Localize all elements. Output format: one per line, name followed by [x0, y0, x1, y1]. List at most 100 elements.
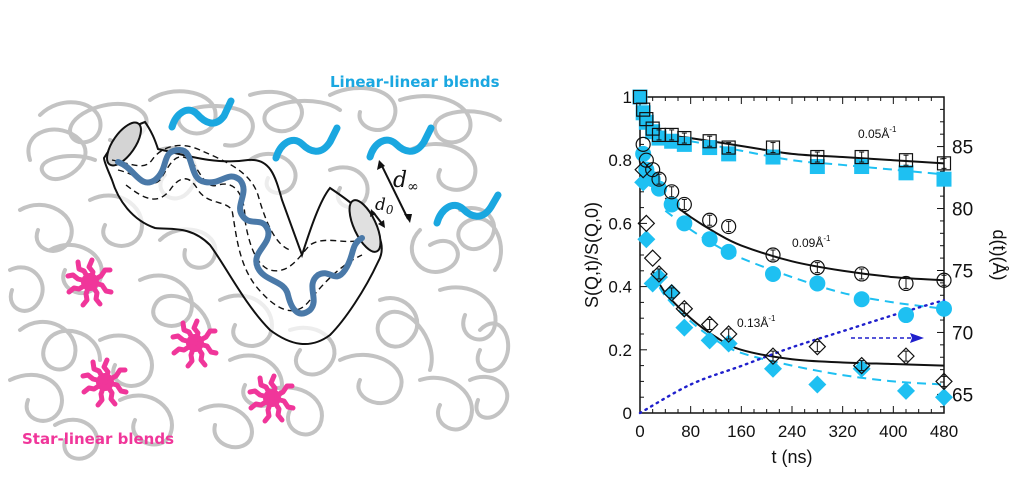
x-tick-label: 80	[681, 422, 700, 441]
y-axis-title: S(Q,t)/S(Q,0)	[582, 202, 602, 308]
open-diamond-marker	[852, 356, 871, 375]
open-circle-marker	[765, 247, 781, 263]
open-circle-marker	[676, 196, 692, 213]
fit-curve	[651, 273, 945, 386]
matrix-chains	[8, 86, 511, 461]
filled-square-marker	[898, 165, 914, 181]
open-square-marker	[898, 153, 914, 168]
filled-square-marker	[632, 89, 648, 105]
x-tick-label: 240	[778, 422, 806, 441]
q-label-009: 0.09Å-1	[792, 234, 831, 250]
open-circle-marker	[898, 275, 914, 292]
filled-circle-marker	[853, 291, 870, 308]
filled-square-marker	[765, 149, 781, 165]
d-zero-label: d0	[375, 195, 394, 217]
filled-square-marker	[809, 159, 825, 175]
x-tick-label: 160	[727, 422, 755, 441]
open-circle-marker	[936, 272, 952, 288]
y-right-tick-label: 70	[952, 323, 973, 344]
d-infinity-label: d∞	[393, 168, 419, 195]
open-square-marker	[810, 149, 825, 165]
open-circle-marker	[702, 212, 718, 228]
open-diamond-marker	[643, 249, 662, 268]
open-circle-marker	[664, 184, 680, 200]
filled-diamond-marker	[719, 334, 738, 353]
filled-diamond-marker	[637, 230, 656, 249]
filled-circle-marker	[936, 300, 952, 317]
open-circle-marker	[651, 171, 667, 187]
tube	[102, 120, 383, 346]
y-right-tick-label: 85	[952, 138, 973, 159]
star-polymer	[68, 260, 111, 305]
x-tick-label: 0	[635, 422, 644, 441]
open-diamond-marker	[764, 347, 782, 365]
open-circle-marker	[635, 136, 651, 152]
y-tick-label: 1	[623, 88, 632, 107]
open-square-marker	[765, 140, 781, 155]
right-axis-arrow	[851, 333, 924, 343]
open-diamond-marker	[662, 284, 681, 302]
open-diamond-marker	[637, 214, 656, 233]
fit-curve	[664, 197, 945, 282]
q-label-013: 0.13Å-1	[737, 314, 776, 330]
star-linear-label: Star-linear blends	[22, 430, 174, 448]
filled-diamond-marker	[764, 359, 782, 378]
open-square-marker	[636, 102, 651, 117]
open-diamond-marker	[700, 315, 719, 334]
q-label-005: 0.05Å-1	[858, 125, 897, 141]
y-right-axis-title: d(t)(Å)	[989, 230, 1009, 281]
open-square-marker	[936, 156, 952, 171]
entangled-polymer-illustration: d∞ d0	[8, 73, 511, 461]
tube-outline	[102, 120, 383, 346]
y-right-tick-label: 80	[952, 200, 973, 221]
filled-circle-marker	[663, 196, 680, 213]
probe-chain	[115, 147, 365, 317]
open-diamond-marker	[935, 372, 953, 391]
y-right-tick-label: 75	[952, 261, 973, 282]
y-right-tick-label: 65	[952, 385, 973, 406]
x-tick-label: 480	[930, 422, 958, 441]
open-diamond-marker	[719, 325, 738, 343]
open-square-marker	[854, 149, 869, 165]
open-square-marker	[702, 134, 717, 149]
fit-curves	[638, 127, 946, 415]
open-diamond-marker	[808, 337, 827, 356]
filled-diamond-marker	[897, 381, 915, 400]
filled-circle-marker	[701, 231, 718, 248]
y-tick-label: 0	[623, 404, 632, 423]
filled-square-marker	[854, 159, 870, 175]
tube-end-right	[348, 199, 382, 253]
x-tick-label: 400	[879, 422, 907, 441]
filled-diamond-marker	[634, 173, 653, 192]
linear-chains	[168, 97, 502, 227]
open-square-marker	[677, 130, 692, 146]
y-tick-label: 0.8	[608, 151, 632, 170]
filled-diamond-marker	[675, 318, 694, 337]
y-tick-label: 0.4	[608, 278, 632, 297]
open-circle-marker	[854, 266, 870, 282]
data-markers	[632, 89, 953, 407]
filled-square-marker	[936, 171, 952, 187]
open-circle-marker	[809, 260, 825, 276]
y-tick-label: 0.6	[608, 214, 632, 233]
tube-diameter-curve	[638, 299, 946, 415]
fit-curve	[664, 209, 945, 310]
open-diamond-marker	[634, 160, 653, 179]
filled-circle-marker	[720, 243, 737, 260]
open-diamond-marker	[675, 299, 694, 318]
open-diamond-marker	[897, 347, 915, 365]
filled-circle-marker	[676, 215, 693, 232]
x-axis-title: t (ns)	[771, 447, 812, 467]
open-diamond-marker	[650, 265, 668, 283]
filled-circle-marker	[765, 265, 781, 282]
filled-diamond-marker	[808, 375, 827, 394]
distance-markers: d∞ d0	[370, 160, 419, 228]
linear-linear-label: Linear-linear blends	[330, 73, 500, 91]
open-circle-marker	[721, 218, 737, 235]
filled-circle-marker	[898, 307, 914, 324]
filled-diamond-marker	[935, 388, 953, 407]
tube-end-left	[106, 121, 142, 167]
